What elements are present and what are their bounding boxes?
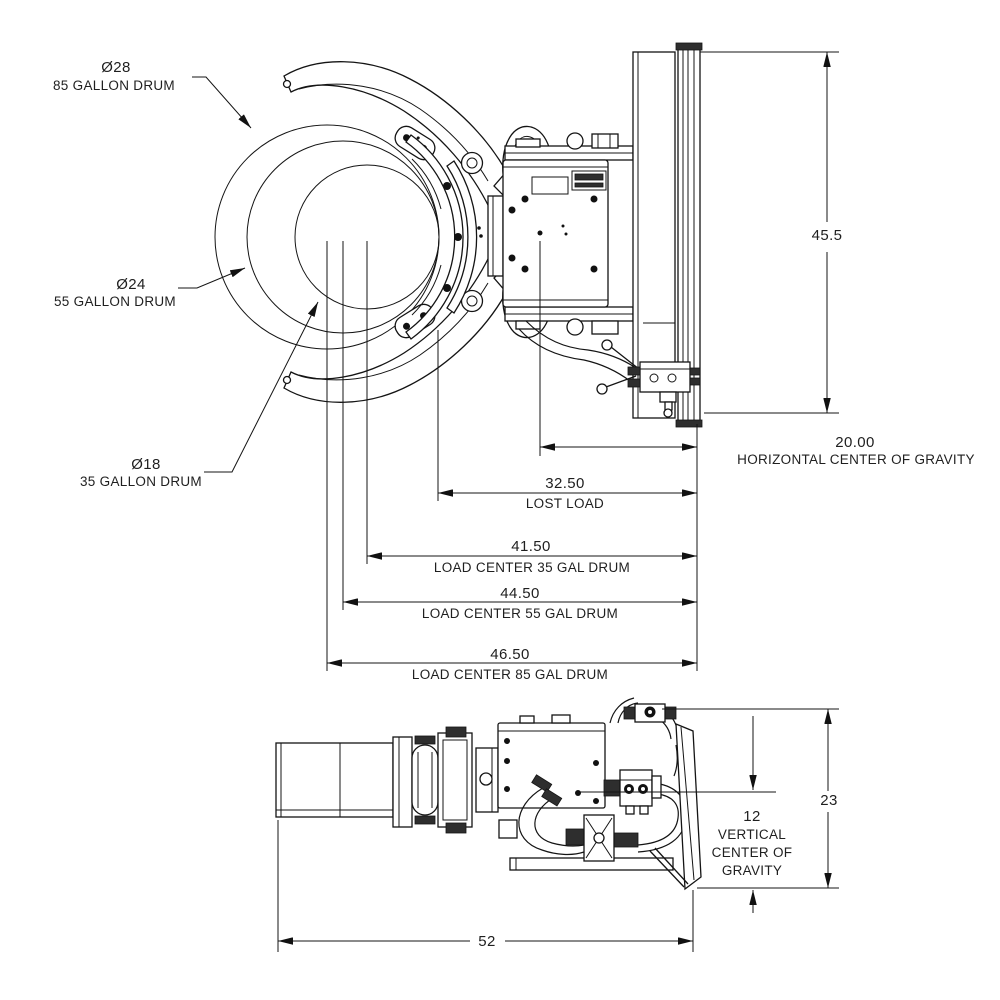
callout-drum35-name: 35 GALLON DRUM <box>80 474 202 489</box>
extension-lines-side <box>277 708 839 952</box>
callout-drum55-name: 55 GALLON DRUM <box>54 294 176 309</box>
dim-overall-height-value: 45.5 <box>812 227 843 244</box>
dim-horizontal-cg-value: 20.00 <box>835 434 875 451</box>
clamp-roller <box>411 744 439 816</box>
extension-lines-front <box>326 51 839 671</box>
dim-lost-load-value: 32.50 <box>545 475 585 492</box>
front-view: Ø28 85 GALLON DRUM Ø24 55 GALLON DRUM Ø1… <box>53 42 975 682</box>
dim-load-center-55-label: LOAD CENTER 55 GAL DRUM <box>422 606 618 621</box>
dim-load-center-35-value: 41.50 <box>511 538 551 555</box>
dim-side-height-value: 23 <box>820 792 838 809</box>
side-bottom-manifold <box>565 814 639 862</box>
label-plate <box>531 176 569 195</box>
dim-load-center-85-value: 46.50 <box>490 646 530 663</box>
dim-load-center-35-label: LOAD CENTER 35 GAL DRUM <box>434 560 630 575</box>
side-top-valve <box>623 703 677 723</box>
side-foot <box>498 819 518 839</box>
dim-vertical-cg-label-1: VERTICAL <box>718 827 786 842</box>
spec-label <box>571 170 607 191</box>
dim-vertical-cg-value: 12 <box>743 808 761 825</box>
dim-horizontal-cg-label: HORIZONTAL CENTER OF GRAVITY <box>737 452 975 467</box>
cg-point <box>575 790 581 796</box>
pivot-ring-upper <box>460 151 484 175</box>
mounting-plate <box>632 42 703 428</box>
dim-vertical-cg-label-2: CENTER OF <box>712 845 793 860</box>
dim-load-center-85-label: LOAD CENTER 85 GAL DRUM <box>412 667 608 682</box>
gripper-pad <box>405 134 464 340</box>
main-body <box>502 132 634 336</box>
side-clamp <box>392 726 499 834</box>
callout-leaders <box>178 76 319 473</box>
dim-lost-load-label: LOST LOAD <box>526 496 604 511</box>
neck <box>487 195 504 277</box>
dim-vertical-cg-label-3: GRAVITY <box>722 863 782 878</box>
dim-overall-length-value: 52 <box>478 933 496 950</box>
dim-load-center-55-value: 44.50 <box>500 585 540 602</box>
callout-drum85-diameter: Ø28 <box>101 59 131 76</box>
mount-hub <box>446 160 504 314</box>
callout-drum85-name: 85 GALLON DRUM <box>53 78 175 93</box>
callout-drum55-diameter: Ø24 <box>116 276 146 293</box>
callout-drum35-diameter: Ø18 <box>131 456 161 473</box>
hydraulic-valve <box>518 320 701 418</box>
side-mounting-plate <box>649 723 702 891</box>
side-view: 23 12 VERTICAL CENTER OF GRAVITY 52 <box>275 697 839 952</box>
side-body <box>497 714 606 839</box>
side-arm <box>275 742 394 818</box>
